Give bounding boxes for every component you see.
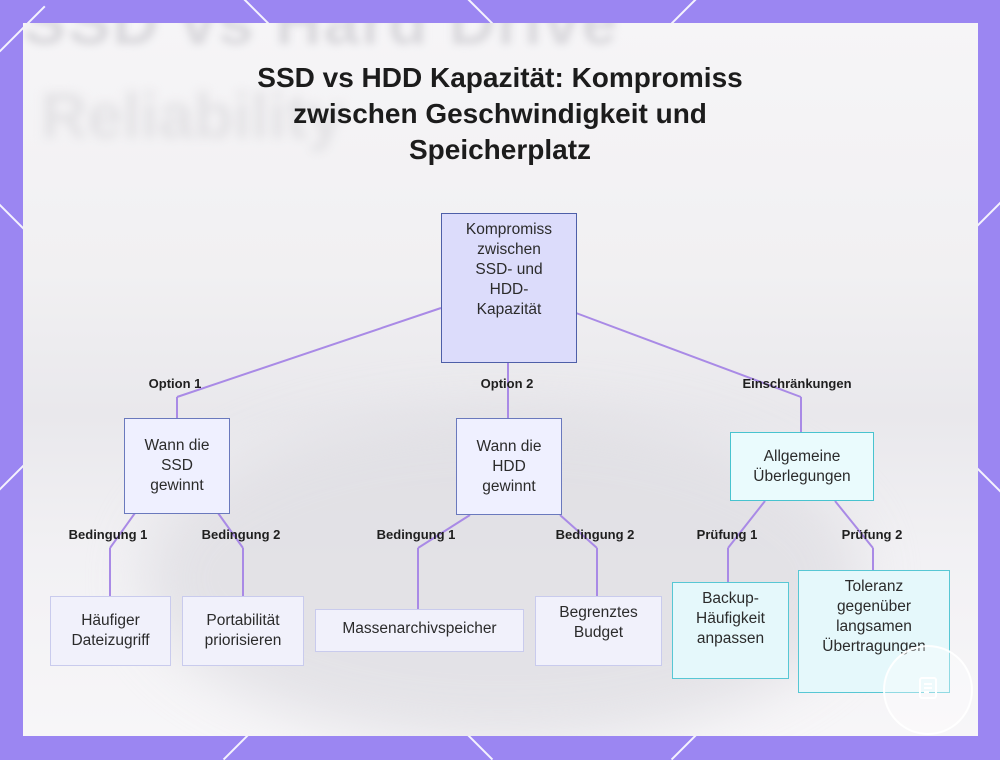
edge-label-hdd-condition-1: Bedingung 1	[376, 527, 456, 542]
ssd-wins-node: Wann die SSD gewinnt	[124, 418, 230, 514]
edge-root-limits	[575, 312, 802, 398]
edge-label-check-2: Prüfung 2	[841, 527, 903, 542]
adjust-backup-frequency-label: Backup-Häufigkeit anpassen	[696, 590, 765, 647]
title-line: SSD vs HDD Kapazität: Kompromiss	[257, 62, 743, 93]
frequent-file-access-label: Häufiger Dateizugriff	[71, 612, 150, 649]
edge-label-check-1: Prüfung 1	[696, 527, 758, 542]
edge-limits-check1	[727, 500, 766, 549]
edge-label-ssd-condition-2: Bedingung 2	[201, 527, 281, 542]
watermark-badge	[883, 645, 973, 735]
general-considerations-label: Allgemeine Überlegungen	[753, 447, 851, 485]
ssd-wins-label: Wann die SSD gewinnt	[144, 437, 210, 494]
hdd-wins-node: Wann die HDD gewinnt	[456, 418, 562, 515]
edge-label-option-2: Option 2	[480, 376, 534, 391]
background-blurred-heading: SSD vs Hard Drive	[23, 23, 619, 59]
document-icon	[914, 674, 942, 707]
bulk-archive-storage-label: Massenarchivspeicher	[342, 619, 497, 637]
hdd-wins-label: Wann die HDD gewinnt	[476, 437, 542, 495]
limited-budget-label: Begrenztes Budget	[559, 604, 638, 641]
adjust-backup-frequency-node: Backup-Häufigkeit anpassen	[672, 582, 789, 679]
prioritize-portability-label: Portabilität priorisieren	[204, 612, 282, 649]
general-considerations-node: Allgemeine Überlegungen	[730, 432, 874, 501]
edge-ssd-cond2	[217, 512, 244, 549]
frequent-file-access-node: Häufiger Dateizugriff	[50, 596, 171, 666]
edge-label-option-1: Option 1	[148, 376, 202, 391]
prioritize-portability-node: Portabilität priorisieren	[182, 596, 304, 666]
edge-limits-check2	[834, 500, 874, 549]
page-title: SSD vs HDD Kapazität: Kompromiss zwische…	[200, 60, 800, 168]
root-node: Kompromiss zwischen SSD- und HDD-Kapazit…	[441, 213, 577, 363]
slow-transfer-tolerance-label: Toleranz gegenüber langsamen Übertragung…	[822, 578, 926, 655]
bulk-archive-storage-node: Massenarchivspeicher	[315, 609, 524, 652]
edge-label-constraints: Einschränkungen	[742, 376, 852, 391]
root-node-label: Kompromiss zwischen SSD- und HDD-Kapazit…	[465, 221, 553, 318]
edge-label-ssd-condition-1: Bedingung 1	[68, 527, 148, 542]
edge-root-ssd	[176, 307, 442, 398]
edge-hdd-cond1	[417, 514, 471, 549]
limited-budget-node: Begrenztes Budget	[535, 596, 662, 666]
edge-hdd-cond2	[559, 514, 598, 549]
title-line: Speicherplatz	[408, 134, 592, 165]
edge-label-hdd-condition-2: Bedingung 2	[555, 527, 635, 542]
background-blurred-subheading: Reliability	[41, 80, 344, 152]
title-line: zwischen Geschwindigkeit und	[293, 98, 707, 129]
edge-ssd-cond1	[109, 512, 136, 549]
